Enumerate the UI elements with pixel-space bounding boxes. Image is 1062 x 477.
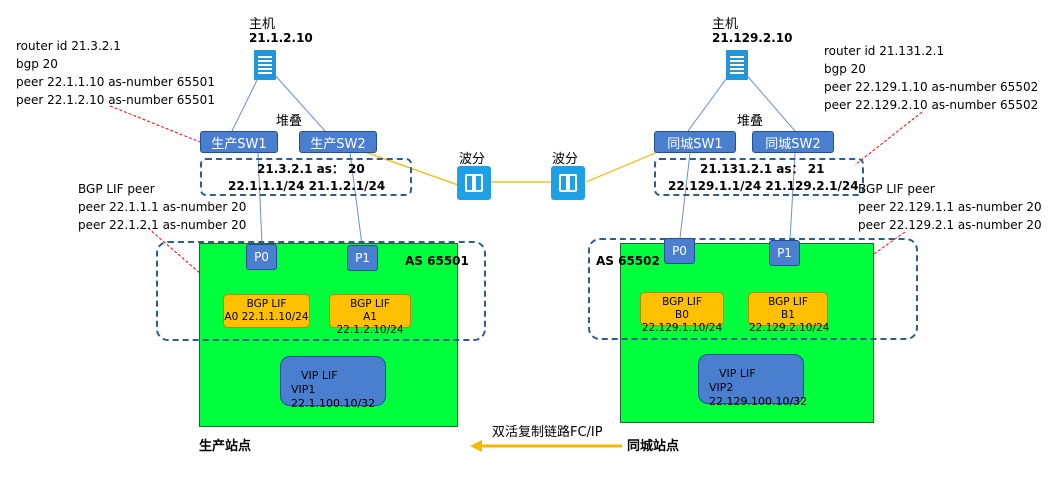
as-label-left: AS 65501 [405, 254, 469, 268]
wave-label-left: 波分 [459, 152, 486, 167]
lif-peer-config-left: BGP LIF peer peer 22.1.1.1 as-number 20 … [78, 182, 247, 232]
annotation-line-bgp-right [854, 111, 923, 166]
switch-sw1-left[interactable]: 生产SW1 [200, 131, 278, 153]
switch-sw2-right[interactable]: 同城SW2 [752, 131, 834, 153]
host-ip-left: 21.1.2.10 [249, 31, 313, 45]
port-p0-right[interactable]: P0 [664, 238, 695, 264]
site-label-right: 同城站点 [627, 439, 680, 454]
as-label-right: AS 65502 [596, 254, 660, 268]
switch-sw2-left[interactable]: 生产SW2 [299, 131, 377, 153]
switch-sw1-right[interactable]: 同城SW1 [654, 131, 736, 153]
stack-box-right [654, 158, 864, 196]
stack-label-right: 堆叠 [737, 114, 764, 129]
host-label-left: 主机 [249, 17, 276, 32]
server-icon [726, 50, 748, 80]
stack-as-right: 21.131.2.1 as： 21 [700, 162, 825, 176]
server-icon [254, 50, 276, 80]
bgp-config-right: router id 21.131.2.1 bgp 20 peer 22.129.… [824, 44, 1039, 112]
as-box-right [588, 238, 918, 340]
stack-ips-right: 22.129.1.1/24 21.129.2.1/24 [668, 179, 859, 193]
dwdm-icon [457, 166, 491, 200]
wave-label-right: 波分 [552, 152, 579, 167]
stack-ips-left: 22.1.1.1/24 21.1.2.1/24 [228, 179, 386, 193]
port-p1-left[interactable]: P1 [347, 245, 378, 271]
host-label-right: 主机 [712, 17, 739, 32]
lif-peer-config-right: BGP LIF peer peer 22.129.1.1 as-number 2… [858, 182, 1042, 232]
sw2-p1-link-left [349, 152, 363, 246]
sw2-p1-link-right [789, 152, 796, 241]
port-p1-right[interactable]: P1 [769, 240, 800, 266]
stack-as-left: 21.3.2.1 as： 20 [257, 162, 365, 176]
bgp-config-left: router id 21.3.2.1 bgp 20 peer 22.1.1.10… [16, 39, 215, 107]
replication-link-label: 双活复制链路FC/IP [492, 425, 603, 440]
stack-box-left [200, 158, 412, 196]
site-label-left: 生产站点 [199, 439, 252, 454]
host-ip-right: 21.129.2.10 [712, 31, 793, 45]
dwdm-icon [551, 166, 585, 200]
as-box-left [156, 241, 486, 341]
annotation-line-lif-right [816, 231, 906, 295]
wave-sw1-link [585, 148, 666, 183]
sw1-p0-link-left [257, 152, 263, 246]
annotation-line-bgp-left [109, 105, 201, 143]
stack-label-left: 堆叠 [276, 114, 303, 129]
port-p0-left[interactable]: P0 [246, 244, 277, 270]
